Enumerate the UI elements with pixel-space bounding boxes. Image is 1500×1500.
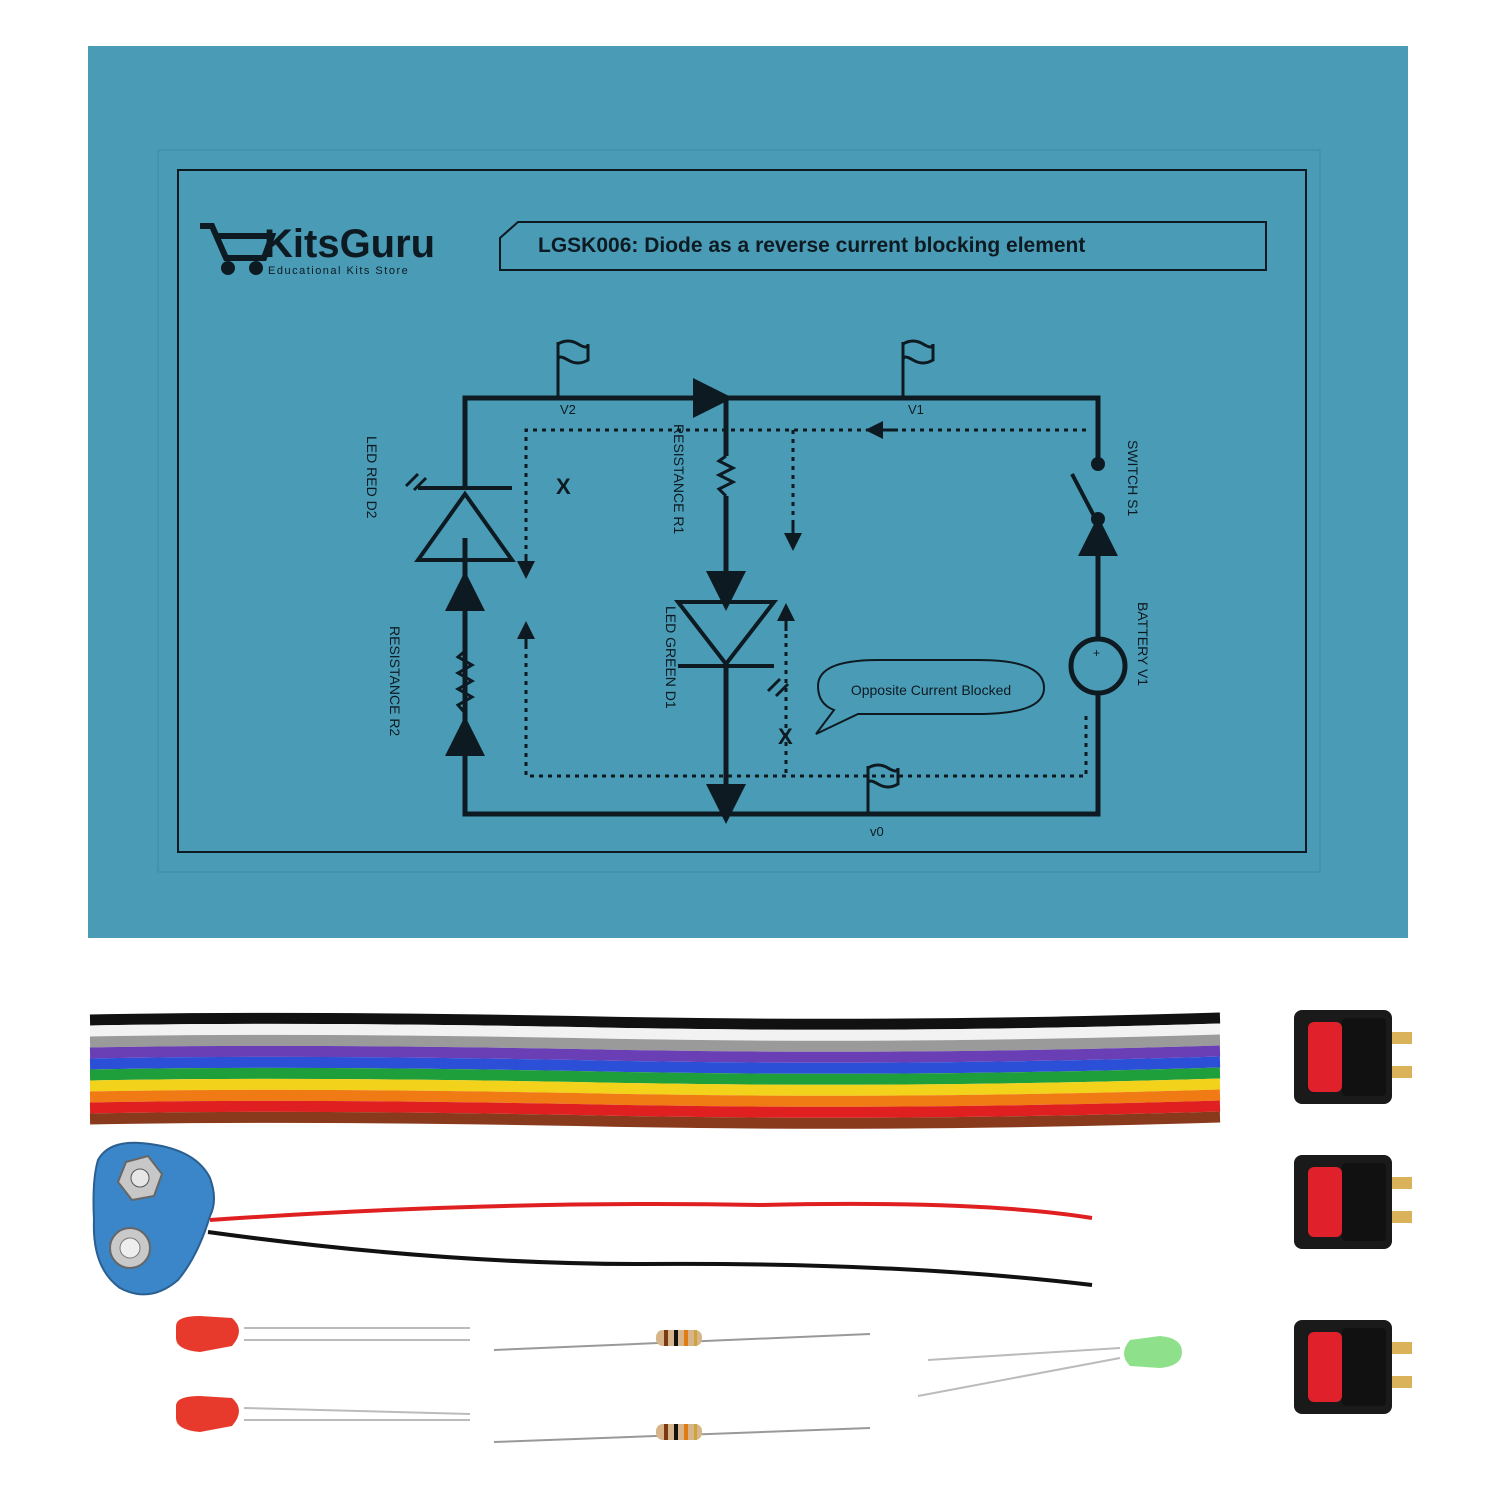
flag-icon <box>901 339 935 398</box>
battery-clip <box>92 1141 1093 1296</box>
ribbon-wire <box>89 1034 1221 1052</box>
label-switch: SWITCH S1 <box>1125 440 1141 516</box>
label-led-red: LED RED D2 <box>364 436 380 519</box>
resistor <box>493 1424 871 1443</box>
ribbon-wire <box>89 1111 1221 1129</box>
node-v2: V2 <box>560 402 576 417</box>
node-v1: V1 <box>908 402 924 417</box>
ribbon-cable <box>89 1012 1221 1129</box>
diode-icon <box>414 486 516 591</box>
blocked-mark: X <box>556 474 571 499</box>
label-resistance-r2: RESISTANCE R2 <box>387 626 403 736</box>
resistor-icon <box>715 454 737 498</box>
dotted-arrows <box>517 421 898 646</box>
flag-icon <box>556 339 590 398</box>
ribbon-wire <box>89 1045 1221 1063</box>
rocker-switch <box>1294 1010 1412 1104</box>
schematic-frame <box>177 169 1307 853</box>
green-led <box>917 1336 1182 1397</box>
blocked-mark: X <box>778 724 793 749</box>
resistor-icon <box>454 649 476 714</box>
ribbon-wire <box>89 1089 1221 1107</box>
ribbon-wire <box>89 1100 1221 1118</box>
ribbon-wire <box>89 1012 1221 1030</box>
ribbon-wire <box>89 1023 1221 1041</box>
ribbon-wire <box>89 1078 1221 1096</box>
node-v0: v0 <box>870 824 884 839</box>
ribbon-wire <box>89 1056 1221 1074</box>
rocker-switch <box>1294 1320 1412 1414</box>
callout-bubble <box>815 659 1046 735</box>
diode-icon <box>673 600 779 668</box>
red-led <box>176 1396 471 1432</box>
rocker-switch <box>1294 1155 1412 1249</box>
ribbon-wire <box>89 1067 1221 1085</box>
current-path <box>524 428 1088 778</box>
flag-icon <box>866 763 900 814</box>
title: LGSK006: Diode as a reverse current bloc… <box>538 234 1085 257</box>
label-resistance-r1: RESISTANCE R1 <box>671 424 687 534</box>
main-wires <box>462 395 1101 817</box>
cart-icon <box>200 223 277 275</box>
rocker-switches <box>1294 1010 1412 1414</box>
current-arrows <box>445 378 1118 824</box>
battery-icon <box>1068 636 1128 696</box>
brand-tagline: Educational Kits Store <box>268 265 409 277</box>
outer-frame <box>157 149 1321 873</box>
battery-plus: + <box>1093 646 1100 660</box>
light-arrows-icon <box>766 677 790 698</box>
resistor <box>493 1330 871 1351</box>
light-arrows-icon <box>404 472 428 492</box>
label-led-green: LED GREEN D1 <box>663 606 679 709</box>
title-box <box>499 221 1267 271</box>
switch-icon <box>1070 457 1105 526</box>
label-battery: BATTERY V1 <box>1135 602 1151 686</box>
schematic-card: KitsGuru Educational Kits Store LGSK006:… <box>88 46 1408 938</box>
circuit-schematic: KitsGuru Educational Kits Store LGSK006:… <box>157 149 1321 873</box>
red-led <box>176 1316 470 1352</box>
brand-name: KitsGuru <box>264 222 435 266</box>
callout-text: Opposite Current Blocked <box>851 682 1011 698</box>
